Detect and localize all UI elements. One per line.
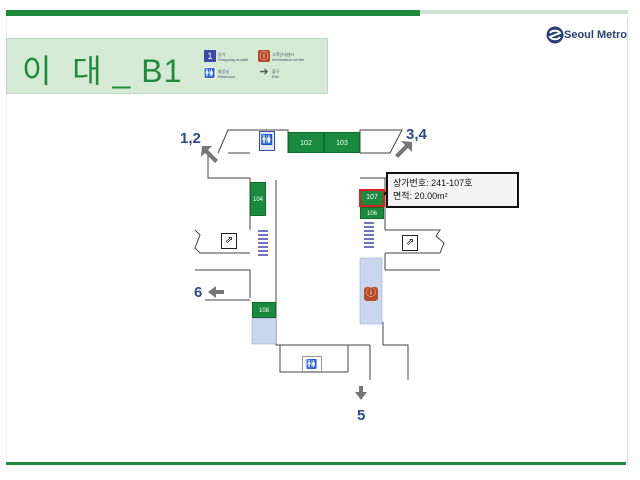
exit-legend-label: 출구 Exit	[272, 69, 280, 79]
slide-frame	[6, 18, 628, 466]
escalator-icon: ⇗	[402, 235, 418, 251]
shop-legend-label: 상가 Shopping arcade	[218, 52, 249, 62]
store-info-callout: 상가번호: 241-107호 면적: 20.00m²	[386, 172, 519, 208]
store-102[interactable]: 102	[288, 132, 324, 153]
exit-5-label: 5	[357, 407, 366, 424]
station-title: 이 대 _ B1	[22, 53, 183, 89]
exit-legend-icon: ➔	[259, 66, 269, 78]
store-108[interactable]: 108	[252, 302, 276, 318]
seoul-metro-logo-text: Seoul Metro	[564, 29, 627, 41]
exit-3-4-label: 3,4	[406, 126, 427, 143]
restroom-icon: 🚻	[302, 356, 322, 372]
seoul-metro-logo-icon	[546, 26, 564, 44]
escalator-icon: ⇗	[221, 233, 237, 249]
right-stairs	[364, 222, 374, 250]
store-106[interactable]: 106	[360, 207, 384, 219]
store-103[interactable]: 103	[324, 132, 360, 153]
title-panel	[6, 38, 328, 94]
exit-6-label: 6	[194, 284, 203, 301]
restroom-legend-icon: 🚻	[204, 67, 216, 79]
store-number-text: 상가번호: 241-107호	[393, 178, 473, 188]
store-104[interactable]: 104	[250, 182, 266, 216]
info-legend-label: 고객안내센터 Information center	[272, 52, 305, 62]
top-accent-bar	[6, 10, 420, 16]
restroom-icon: 🚻	[259, 131, 275, 151]
store-107-highlighted[interactable]: 107	[359, 189, 385, 207]
restroom-legend-label: 화장실 Restroom	[218, 69, 236, 79]
top-accent-bar-light	[420, 10, 628, 14]
info-legend-icon: ⓘ	[258, 50, 270, 62]
store-area-text: 면적: 20.00m²	[393, 191, 448, 201]
exit-1-2-label: 1,2	[180, 130, 201, 147]
bottom-accent-bar	[6, 462, 626, 465]
shop-legend-icon: 1	[204, 50, 216, 62]
left-stairs	[258, 230, 268, 258]
information-center-icon: ⓘ	[364, 287, 378, 301]
